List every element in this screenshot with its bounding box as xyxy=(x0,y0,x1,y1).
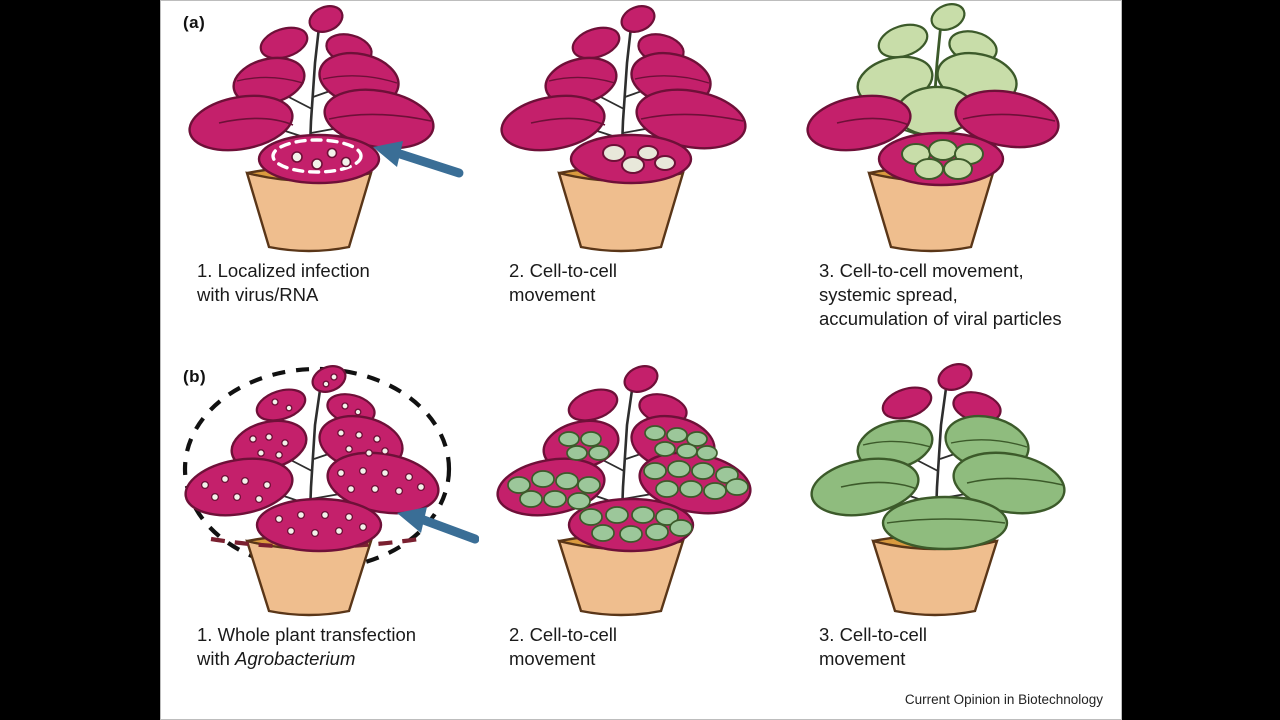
panel-caption-a3: 3. Cell-to-cell movement, systemic sprea… xyxy=(819,260,1062,330)
plant-illustration-a3 xyxy=(791,1,1101,263)
figure-row-a: (a) xyxy=(161,1,1123,361)
panel-caption-b1: 1. Whole plant transfection with Agrobac… xyxy=(197,623,497,671)
panel-b1: 1. Whole plant transfection with Agrobac… xyxy=(169,359,479,719)
injection-arrow-a1 xyxy=(373,141,464,178)
row-label-a: (a) xyxy=(183,13,206,32)
caption-text-italic: Agrobacterium xyxy=(235,648,356,670)
plant-illustration-b1 xyxy=(169,359,479,621)
caption-text-pre: 1. Whole plant transfection with xyxy=(197,624,417,670)
panel-a3: 3. Cell-to-cell movement, systemic sprea… xyxy=(791,1,1101,361)
panel-caption-a2: 2. Cell-to-cell movement xyxy=(509,260,617,306)
transfection-arrow-b1 xyxy=(397,507,479,544)
panel-caption-b2: 2. Cell-to-cell movement xyxy=(509,624,617,670)
plant-illustration-b2 xyxy=(481,359,791,621)
panel-a2: 2. Cell-to-cell movement xyxy=(481,1,791,361)
plant-illustration-b3 xyxy=(791,359,1101,621)
panel-a1: 1. Localized infection with virus/RNA xyxy=(169,1,479,361)
panel-caption-b3: 3. Cell-to-cell movement xyxy=(819,624,927,670)
row-label-b: (b) xyxy=(183,367,207,386)
transfection-zone-ellipse xyxy=(182,366,452,572)
plant-illustration-a1 xyxy=(169,1,479,263)
figure-row-b: (b) xyxy=(161,359,1123,719)
figure-canvas: (a) xyxy=(160,0,1122,720)
journal-credit: Current Opinion in Biotechnology xyxy=(904,692,1103,707)
panel-b2: 2. Cell-to-cell movement xyxy=(481,359,791,719)
panel-b3: 3. Cell-to-cell movement xyxy=(791,359,1101,719)
plant-illustration-a2 xyxy=(481,1,791,263)
panel-caption-a1: 1. Localized infection with virus/RNA xyxy=(197,260,370,306)
